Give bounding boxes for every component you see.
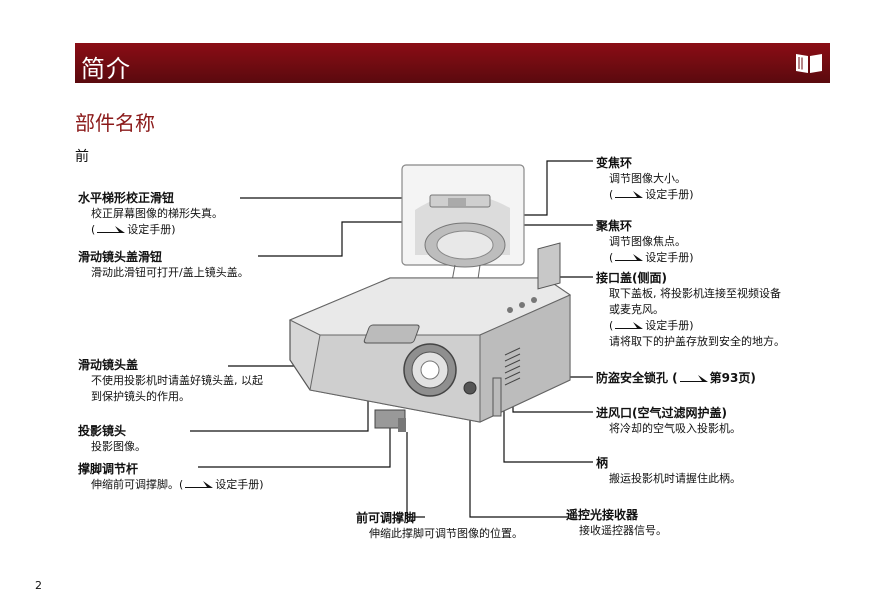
security-ref: 第93页): [709, 371, 756, 385]
reference-arrow-icon: [679, 375, 708, 382]
keystone-ref-text: 设定手册): [127, 223, 176, 236]
label-intake: 进风口(空气过滤网护盖) 将冷却的空气吸入投影机。: [596, 405, 741, 437]
front-foot-desc: 伸缩此撑脚可调节图像的位置。: [369, 527, 523, 540]
security-title: 防盗安全锁孔 (: [596, 371, 678, 385]
label-focus: 聚焦环 调节图像焦点。 (设定手册): [596, 218, 694, 266]
label-port-cover: 接口盖(侧面) 取下盖板, 将投影机连接至视频设备 或麦克风。 (设定手册) 请…: [596, 270, 785, 350]
front-foot-title: 前可调撑脚: [356, 511, 417, 525]
port-cover-desc2: 或麦克风。: [609, 303, 664, 316]
intake-title: 进风口(空气过滤网护盖): [596, 406, 727, 420]
label-zoom: 变焦环 调节图像大小。 (设定手册): [596, 155, 694, 203]
handle-title: 柄: [596, 456, 609, 470]
page-number: 2: [35, 579, 42, 592]
book-icon: [796, 54, 822, 73]
foot-lever-desc-row: 伸缩前可调撑脚。( 设定手册): [78, 477, 264, 493]
label-front-foot: 前可调撑脚 伸缩此撑脚可调节图像的位置。: [356, 510, 523, 542]
reference-arrow-icon: [615, 322, 644, 329]
port-cover-desc1: 取下盖板, 将投影机连接至视频设备: [609, 287, 781, 300]
lens-cover-slider-desc: 滑动此滑钮可打开/盖上镜头盖。: [91, 266, 249, 279]
lens-cover-slider-title: 滑动镜头盖滑钮: [78, 250, 163, 264]
focus-ref: (设定手册): [609, 251, 694, 264]
port-cover-title: 接口盖(侧面): [596, 271, 667, 285]
reference-arrow-icon: [185, 481, 214, 488]
lens-title: 投影镜头: [78, 424, 127, 438]
focus-title: 聚焦环: [596, 219, 633, 233]
label-handle: 柄 搬运投影机时请握住此柄。: [596, 455, 741, 487]
label-lens-cover-slider: 滑动镜头盖滑钮 滑动此滑钮可打开/盖上镜头盖。: [78, 249, 249, 281]
label-lens: 投影镜头 投影图像。: [78, 423, 146, 455]
focus-desc: 调节图像焦点。: [609, 235, 686, 248]
label-keystone: 水平梯形校正滑钮 校正屏幕图像的梯形失真。 (设定手册): [78, 190, 223, 238]
reference-arrow-icon: [615, 191, 644, 198]
keystone-title: 水平梯形校正滑钮: [78, 191, 175, 205]
intake-desc: 将冷却的空气吸入投影机。: [609, 422, 741, 435]
header-title: 简介: [81, 55, 131, 83]
lens-desc: 投影图像。: [91, 440, 146, 453]
section-title: 部件名称: [75, 111, 155, 135]
header-bar: 简介: [75, 43, 830, 83]
zoom-ref: (设定手册): [609, 188, 694, 201]
reference-arrow-icon: [615, 254, 644, 261]
foot-lever-title: 撑脚调节杆: [78, 462, 139, 476]
label-security: 防盗安全锁孔 ( 第93页): [596, 370, 756, 386]
remote-sensor-title: 遥控光接收器: [566, 508, 639, 522]
zoom-desc: 调节图像大小。: [609, 172, 686, 185]
security-row: 防盗安全锁孔 ( 第93页): [596, 370, 756, 386]
keystone-desc: 校正屏幕图像的梯形失真。: [91, 207, 223, 220]
label-foot-lever: 撑脚调节杆 伸缩前可调撑脚。( 设定手册): [78, 461, 264, 493]
port-cover-ref-text: 设定手册): [645, 319, 694, 332]
zoom-title: 变焦环: [596, 156, 633, 170]
remote-sensor-desc: 接收遥控器信号。: [579, 524, 667, 537]
reference-arrow-icon: [97, 226, 126, 233]
foot-lever-desc: 伸缩前可调撑脚。(: [91, 478, 184, 491]
foot-lever-ref: 设定手册): [215, 478, 264, 491]
lens-cover-desc2: 到保护镜头的作用。: [91, 390, 190, 403]
subsection-label: 前: [75, 149, 89, 165]
port-cover-ref: (设定手册): [609, 319, 694, 332]
lens-cover-title: 滑动镜头盖: [78, 358, 139, 372]
focus-ref-text: 设定手册): [645, 251, 694, 264]
label-remote-sensor: 遥控光接收器 接收遥控器信号。: [566, 507, 667, 539]
projector-illustration: [288, 164, 572, 432]
handle-desc: 搬运投影机时请握住此柄。: [609, 472, 741, 485]
label-lens-cover: 滑动镜头盖 不使用投影机时请盖好镜头盖, 以起 到保护镜头的作用。: [78, 357, 263, 405]
port-cover-desc3: 请将取下的护盖存放到安全的地方。: [609, 335, 785, 348]
keystone-ref: (设定手册): [91, 223, 176, 236]
zoom-ref-text: 设定手册): [645, 188, 694, 201]
lens-cover-desc1: 不使用投影机时请盖好镜头盖, 以起: [91, 374, 263, 387]
